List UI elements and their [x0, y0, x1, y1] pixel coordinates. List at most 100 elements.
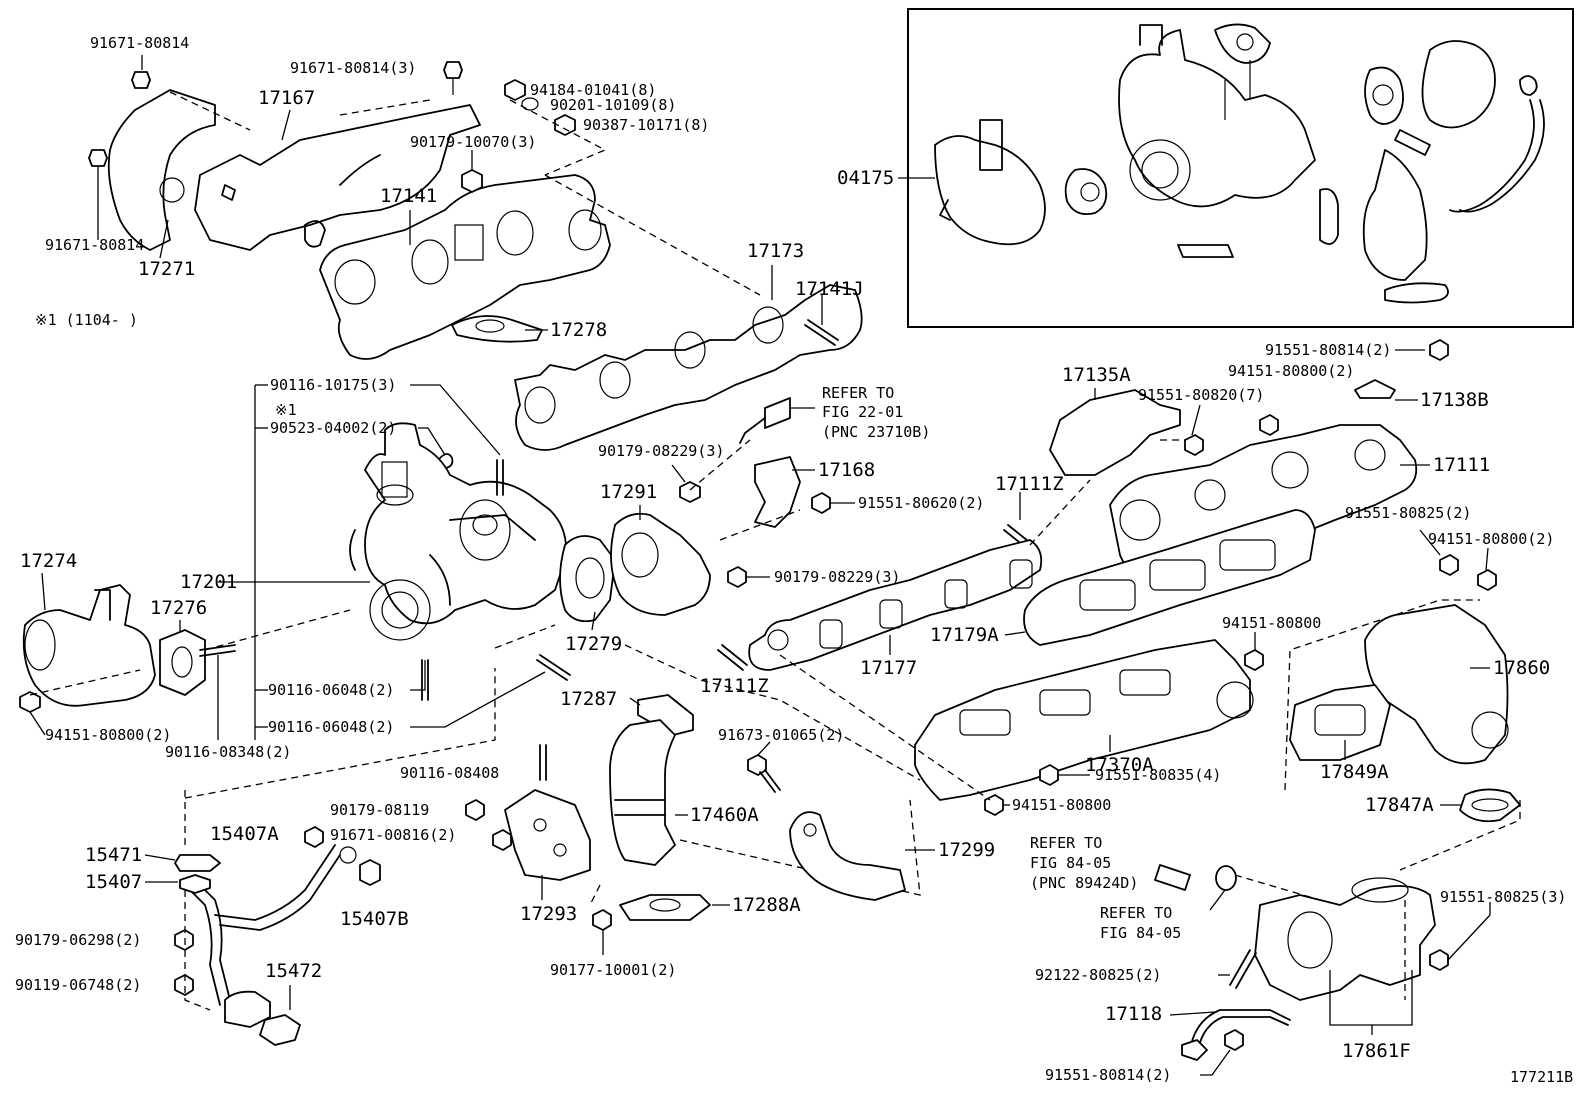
label-90116-10175: 90116-10175(3) — [270, 376, 396, 394]
gasket-15472: 15472 — [224, 960, 322, 1046]
gasket-15407B: 15407B — [340, 859, 409, 930]
gasket-17179A: 17179A — [930, 509, 1316, 646]
stud-90116-08408: 90116-08408 — [400, 744, 547, 782]
label-91551-80825-2: 91551-80825(2) — [1345, 504, 1471, 522]
label-15407A: 15407A — [210, 823, 279, 845]
manifold-17370A: 17370A — [914, 639, 1254, 801]
nut-94151-80800-right: 94151-80800(2) — [1428, 530, 1554, 591]
bracket-17168: 17168 — [754, 456, 875, 528]
label-17141: 17141 — [380, 185, 437, 207]
label-90387: 90387-10171(8) — [583, 116, 709, 134]
bolt-91671-80814-a: 91671-80814 — [90, 34, 189, 89]
gasket-17847A: 17847A — [1365, 788, 1521, 823]
label-17278: 17278 — [550, 319, 607, 341]
bolt-91551-80835: 91551-80835(4) — [1039, 764, 1221, 786]
gasket-ring-ref: REFER TO FIG 84-05 — [1100, 865, 1237, 942]
label-17276: 17276 — [150, 597, 207, 619]
label-90116-06048-b: 90116-06048(2) — [268, 718, 394, 736]
sensor-ref-fig-22-01: REFER TO FIG 22-01 (PNC 23710B) — [739, 384, 930, 444]
nut-90179-08229-b: 90179-08229(3) — [727, 566, 900, 588]
label-17118: 17118 — [1105, 1003, 1162, 1025]
nut-90177-10001: 90177-10001(2) — [550, 909, 676, 979]
label-94151-80800-top: 94151-80800(2) — [1228, 362, 1354, 380]
bolt-91551-80620: 91551-80620(2) — [811, 492, 984, 514]
label-17111Z-a: 17111Z — [700, 675, 769, 697]
label-90179-10070: 90179-10070(3) — [410, 133, 536, 151]
bracket-17293: 17293 — [504, 789, 591, 925]
label-94151-80800-left: 94151-80800(2) — [45, 726, 171, 744]
label-91551-80620: 91551-80620(2) — [858, 494, 984, 512]
egr-cooler-17860: 17860 — [1364, 604, 1550, 765]
kit-label-04175: 04175 — [837, 167, 894, 189]
gasket-17279: 17279 — [559, 535, 622, 655]
label-91671-80814-b: 91671-80814 — [45, 236, 144, 254]
label-90179-08229-a: 90179-08229(3) — [598, 442, 724, 460]
bracket-17299: 17299 — [789, 811, 995, 901]
bolt-91671-80814-b: 91671-80814 — [45, 149, 144, 254]
label-90523: 90523-04002(2) — [270, 419, 396, 437]
gasket-17177: 17177 — [748, 539, 1043, 679]
bracket-17138B: 17138B — [1354, 379, 1489, 411]
sensor-ref-fig-84-05: REFER TO FIG 84-05 (PNC 89424D) — [1030, 834, 1191, 892]
label-17861F: 17861F — [1342, 1040, 1411, 1062]
gasket-17288A: 17288A — [619, 894, 801, 921]
label-90179-08119: 90179-08119 — [330, 801, 429, 819]
label-17135A: 17135A — [1062, 364, 1131, 386]
label-91551-80820: 91551-80820(7) — [1138, 386, 1264, 404]
label-90179-06298: 90179-06298(2) — [15, 931, 141, 949]
label-17291: 17291 — [600, 481, 657, 503]
label-15471: 15471 — [85, 844, 142, 866]
ref2-line1: REFER TO — [1030, 834, 1102, 852]
label-17370A: 17370A — [1085, 754, 1154, 776]
label-94184: 94184-01041(8) — [530, 81, 656, 99]
intake-pipe-17274: 17274 — [20, 550, 156, 707]
label-17168: 17168 — [818, 459, 875, 481]
washer-90201: 90201-10109(8) — [521, 96, 676, 114]
label-90116-06048-a: 90116-06048(2) — [268, 681, 394, 699]
stud-92122: 92122-80825(2) — [1035, 949, 1257, 989]
label-90119-06748: 90119-06748(2) — [15, 976, 141, 994]
bolt-90119-06748: 90119-06748(2) — [15, 974, 194, 996]
nut-94151-80800-left: 94151-80800(2) — [19, 691, 171, 744]
label-17111: 17111 — [1433, 454, 1490, 476]
bolt-91551-80825-3: 91551-80825(3) — [1429, 888, 1566, 971]
label-17138B: 17138B — [1420, 389, 1489, 411]
label-94151-80800-right: 94151-80800(2) — [1428, 530, 1554, 548]
exhaust-manifold-17141 — [319, 174, 611, 360]
label-17849A: 17849A — [1320, 761, 1389, 783]
gasket-17287: 17287 — [560, 688, 694, 736]
label-17271: 17271 — [138, 258, 195, 280]
ref3-line2: FIG 84-05 — [1100, 924, 1181, 942]
label-91671-80814-a: 91671-80814 — [90, 34, 189, 52]
turbocharger-17201 — [349, 422, 567, 641]
elbow-17291: 17291 — [600, 481, 711, 616]
bolt-91551-80814-top: 91551-80814(2) — [1265, 339, 1449, 361]
nut-94184: 94184-01041(8) — [504, 79, 656, 101]
label-94151-80800-mid: 94151-80800 — [1222, 614, 1321, 632]
label-15407B: 15407B — [340, 908, 409, 930]
label-17177: 17177 — [860, 657, 917, 679]
figure-id: 177211B — [1510, 1068, 1573, 1086]
cover-17135A: 17135A — [1049, 364, 1181, 476]
label-91671-00816: 91671-00816(2) — [330, 826, 456, 844]
pipe-17118: 17118 — [1105, 1003, 1291, 1061]
label-17173: 17173 — [747, 240, 804, 262]
gasket-17278: 17278 — [451, 315, 607, 343]
bolt-91551-80814-bot: 91551-80814(2) — [1045, 1029, 1244, 1084]
note-mark-1: ※1 (1104- ) — [35, 311, 138, 329]
bolt-91551-80820: 91551-80820(7) — [1138, 386, 1264, 456]
oil-pipe-15407: 15407 — [85, 844, 357, 1006]
heat-insulators — [107, 89, 481, 251]
label-17847A: 17847A — [1365, 794, 1434, 816]
bolt-91671-00816: 91671-00816(2) — [330, 826, 512, 851]
label-17860: 17860 — [1493, 657, 1550, 679]
label-90177-10001: 90177-10001(2) — [550, 961, 676, 979]
label-91673: 91673-01065(2) — [718, 726, 844, 744]
nut-94151-80800-low: 94151-80800 — [984, 794, 1111, 816]
ref3-line1: REFER TO — [1100, 904, 1172, 922]
label-17274: 17274 — [20, 550, 77, 572]
turbo-kit-box: 04175 — [837, 8, 1574, 328]
bolt-15407A: 15407A — [210, 823, 324, 848]
label-17179A: 17179A — [930, 624, 999, 646]
bolt-91671-80814-3: 91671-80814(3) — [290, 59, 463, 95]
